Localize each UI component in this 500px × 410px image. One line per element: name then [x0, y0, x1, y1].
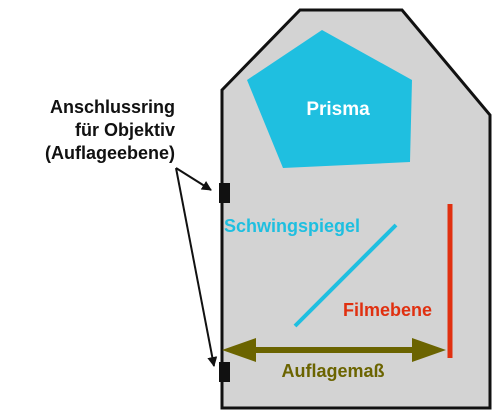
flange-distance-arrow: [222, 338, 446, 362]
pointer-arrow-top: [175, 167, 212, 191]
pointer-arrow-bottom: [175, 167, 218, 367]
mount-ring-top: [219, 183, 230, 203]
flange-distance-label: Auflagemaß: [281, 361, 384, 381]
svg-text:(Auflageebene): (Auflageebene): [45, 143, 175, 163]
mirror-label: Schwingspiegel: [224, 216, 360, 236]
prism-shape: [247, 30, 412, 168]
mount-ring-bottom: [219, 362, 230, 382]
svg-text:für Objektiv: für Objektiv: [75, 120, 175, 140]
mirror-line: [293, 223, 398, 328]
svg-text:Anschlussring: Anschlussring: [50, 97, 175, 117]
mount-ring-label: Anschlussring für Objektiv (Auflageebene…: [45, 97, 175, 163]
film-plane-label: Filmebene: [343, 300, 432, 320]
prism-label: Prisma: [306, 99, 370, 120]
